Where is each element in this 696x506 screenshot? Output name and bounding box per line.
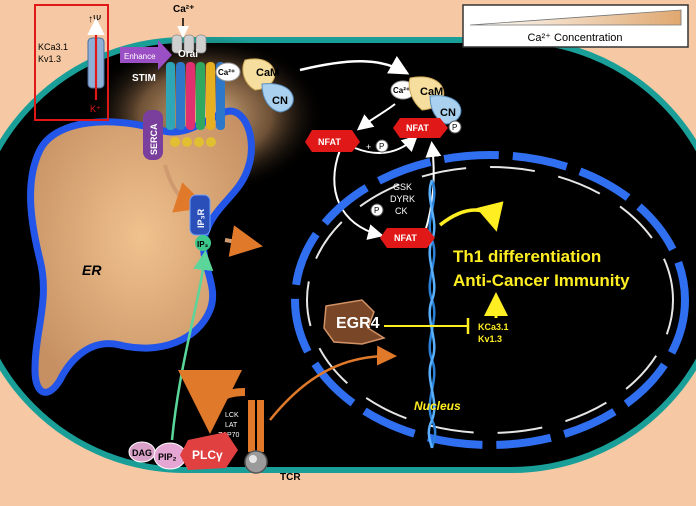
pip2-label: PIP₂ [158,452,177,462]
dag-label: DAG [132,448,152,458]
zap70-label: ZAP70 [218,432,240,439]
nfat-left-label: NFAT [318,137,341,147]
orai-label: Orai [178,49,198,60]
membrane-lipids: DAG PIP₂ PLCγ [128,432,238,470]
kinase-dyrk: DYRK [390,194,415,204]
activated-calmodulin-complex: Ca²⁺ CaM CN [390,76,462,125]
serca-pump: SERCA [143,110,163,160]
nfat-active: NFAT P [393,118,462,138]
nfat-phosphorylated: NFAT + P [305,130,389,153]
svg-text:+: + [366,142,371,152]
nuclear-kv13-label: Kv1.3 [478,334,502,344]
membrane-potential-label: ↑Ψ [88,14,101,25]
kinase-group: GSK DYRK CK P [370,182,415,217]
kinase-ck: CK [395,206,408,216]
ip3-label: IP₃ [197,240,209,249]
egr4-factor: EGR4 [323,299,386,345]
kv13-label: Kv1.3 [38,54,61,64]
legend-gradient [469,9,682,26]
calcium-right-label: Ca²⁺ [393,86,410,95]
calcium-left-label: Ca²⁺ [218,68,235,77]
lat-label: LAT [225,422,238,429]
ip3-molecule [195,235,211,251]
kca31-label: KCa3.1 [38,42,68,52]
enhance-label: Enhance [124,52,156,61]
stim-label: STIM [132,73,156,84]
tcr-to-egr4-arrow [269,345,397,421]
ip3-signal-arrow [170,250,214,441]
er-label: ER [82,262,102,278]
egr4-label: EGR4 [336,315,380,332]
nucleus-label: Nucleus [414,399,461,413]
calcium-legend: Ca²⁺ Concentration [462,4,689,48]
ip3r-label: IP₃R [196,208,206,228]
cn-label: CN [272,95,288,107]
cam-active-label: CaM [420,86,443,98]
nfat-right-label: NFAT [406,123,429,133]
anti-cancer-immunity-label: Anti-Cancer Immunity [453,271,630,290]
nfat-nuclear: NFAT [380,228,435,248]
cam-label: CaM [256,67,279,79]
tcr-receptor: TCR [244,400,301,483]
phosphate-left-label: P [379,142,384,151]
plcg-label: PLCγ [192,448,223,462]
nfat-nuclear-label: NFAT [394,233,417,243]
tcr-to-plcg-arrow [178,369,246,434]
enhance-arrow: Enhance [120,40,172,70]
potassium-channel-box: ↑Ψ KCa3.1 Kv1.3 K⁺ [34,4,109,121]
phosphate-right-label: P [452,123,457,132]
phosphate-kinase-label: P [374,206,379,215]
activation-arrow [299,55,410,75]
nuclear-kca31-label: KCa3.1 [478,322,509,332]
serca-label: SERCA [149,123,159,155]
nfat-to-th1-arrow [438,201,504,232]
ip3-receptor: IP₃R IP₃ [189,194,211,251]
th1-differentiation-label: Th1 differentiation [453,247,601,266]
calmodulin-complex: Ca²⁺ CaM CN [215,58,294,113]
kinase-gsk: GSK [393,182,412,192]
potassium-ion-label: K⁺ [90,104,101,114]
cn-active-label: CN [440,107,456,119]
tcr-label: TCR [280,472,301,483]
nucleus-envelope [291,151,689,449]
calcium-top-label: Ca²⁺ [173,4,194,15]
lck-label: LCK [225,412,239,419]
legend-label: Ca²⁺ Concentration [527,32,622,44]
orai-channel-complex: Ca²⁺ Orai STIM [132,4,225,147]
